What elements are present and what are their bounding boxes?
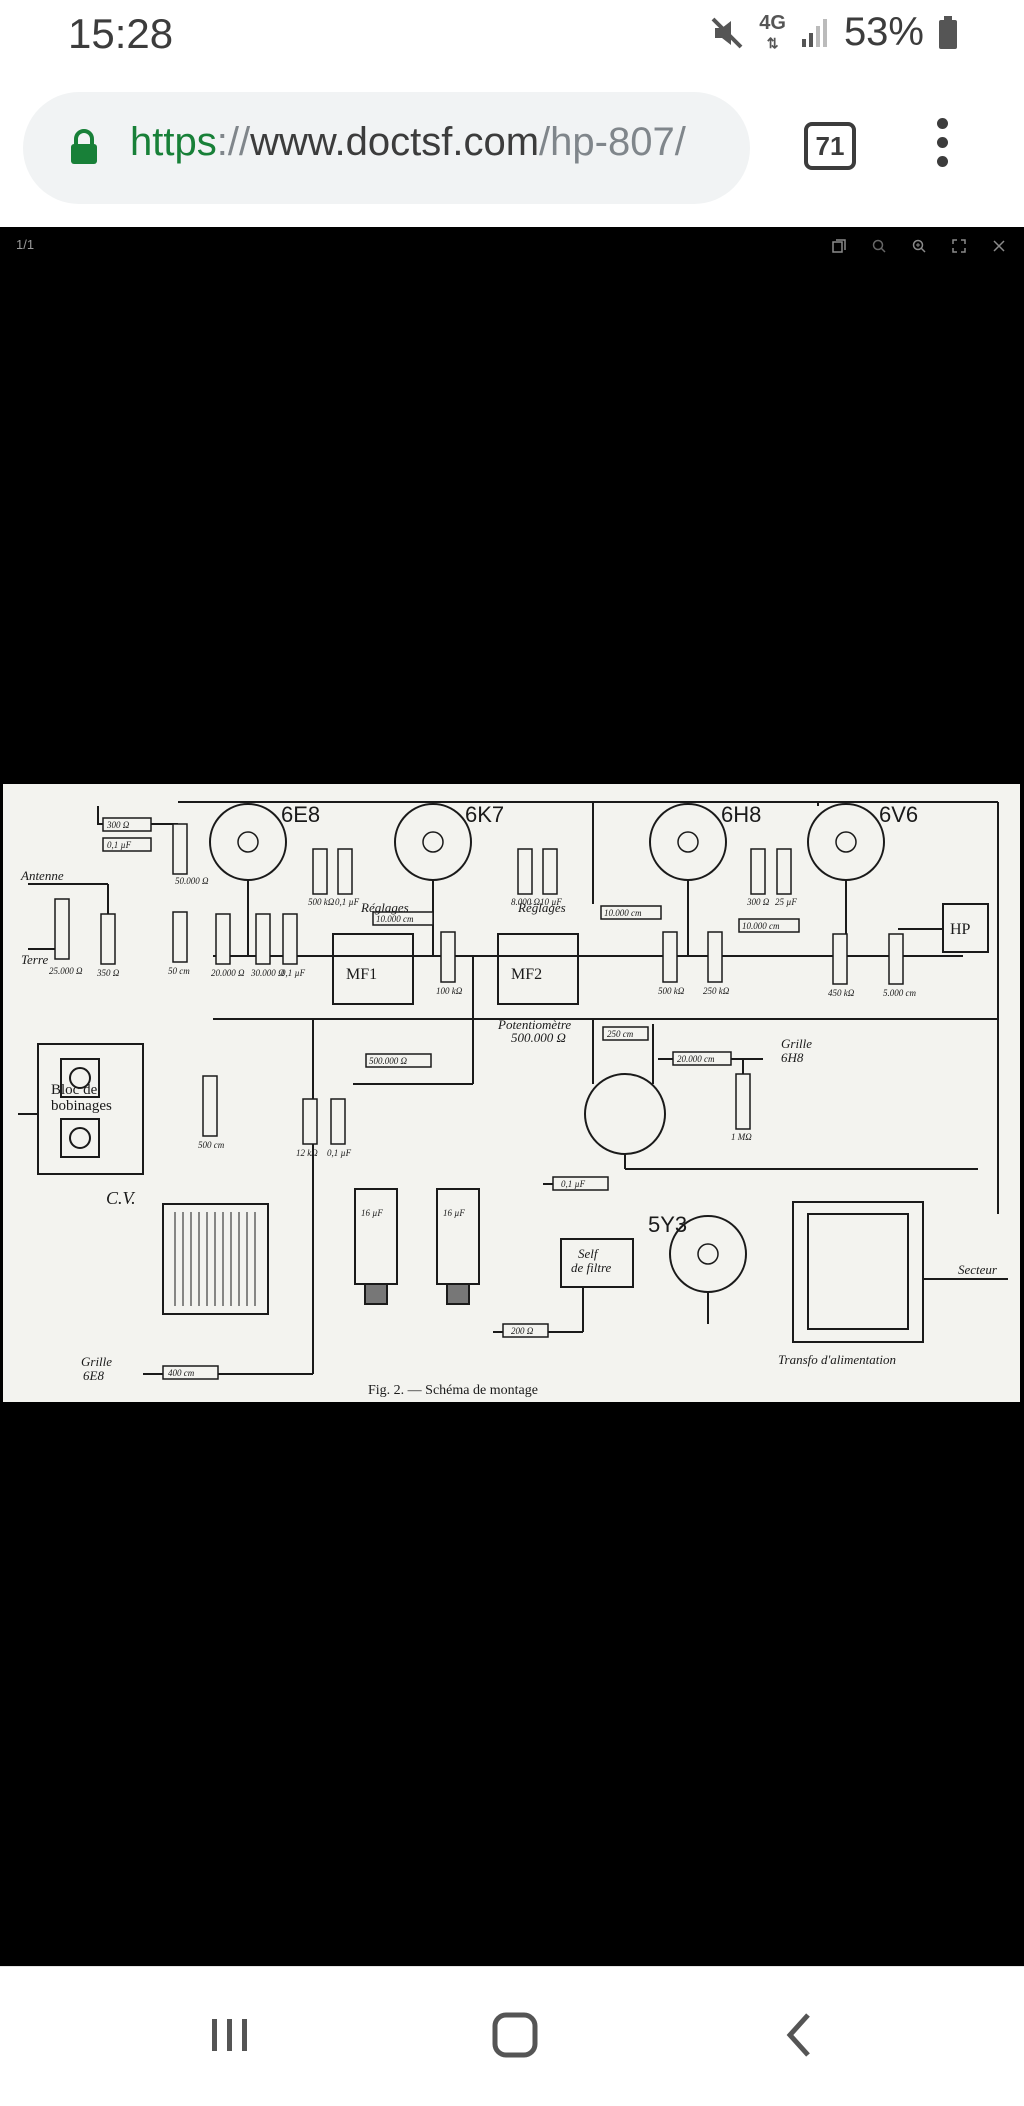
value-500k: 500 kΩ: [308, 897, 335, 907]
value-10000b: 10.000 cm: [604, 908, 642, 918]
signal-icon: [801, 18, 827, 47]
mute-icon: [711, 17, 743, 48]
value-50cm: 50 cm: [168, 966, 190, 976]
url-text[interactable]: https://www.doctsf.com/hp-807/: [130, 120, 686, 165]
value-0-1c: 0,1 µF: [335, 897, 360, 907]
label-bobinages: bobinages: [51, 1098, 112, 1114]
status-time: 15:28: [68, 10, 174, 57]
tube-label-6h8: 6H8: [721, 802, 761, 827]
battery-percent: 53%: [843, 10, 924, 54]
address-bar[interactable]: https://www.doctsf.com/hp-807/: [23, 92, 750, 204]
value-16a: 16 µF: [361, 1208, 383, 1218]
value-25000: 25.000 Ω: [49, 966, 83, 976]
browser-menu-button[interactable]: [930, 118, 954, 174]
value-8000: 8.000 Ω: [511, 897, 541, 907]
tube-label-6k7: 6K7: [465, 802, 504, 827]
value-500b: 500 kΩ: [658, 986, 685, 996]
browser-toolbar: https://www.doctsf.com/hp-807/ 71: [0, 72, 1024, 227]
label-bloc: Bloc de: [51, 1082, 98, 1098]
value-100k: 100 kΩ: [436, 986, 463, 996]
label-grille-6e8-tube: 6E8: [83, 1368, 104, 1383]
image-viewer: 1/1: [0, 227, 1024, 1966]
battery-icon: [939, 15, 957, 49]
value-0-1b: 0,1 µF: [281, 968, 306, 978]
status-bar: 15:28 4G ⇅ 53%: [0, 0, 1024, 72]
page-indicator: 1/1: [16, 237, 35, 252]
value-20000: 20.000 Ω: [211, 968, 245, 978]
zoom-out-icon[interactable]: [864, 235, 894, 257]
label-mf1: MF1: [346, 966, 377, 983]
value-300b: 300 Ω: [746, 897, 770, 907]
value-0-1d: 0,1 µF: [327, 1148, 352, 1158]
schematic-image: 6E8 6K7 6H8 6V6 5Y3 Antenne Terre Bloc d…: [3, 784, 1020, 1402]
back-icon: [786, 2013, 810, 2057]
value-5000: 5.000 cm: [883, 988, 916, 998]
value-200: 200 Ω: [511, 1326, 534, 1336]
system-nav-bar: [0, 1966, 1024, 2106]
value-12k: 12 kΩ: [296, 1148, 318, 1158]
url-host: www.doctsf.com: [250, 120, 540, 164]
label-terre: Terre: [21, 952, 48, 967]
value-300: 300 Ω: [106, 820, 130, 830]
viewer-toolbar: [824, 235, 1014, 257]
label-cv: C.V.: [106, 1188, 136, 1208]
url-separator: ://: [216, 120, 251, 164]
value-500cm: 500 cm: [198, 1140, 225, 1150]
zoom-in-icon[interactable]: [904, 235, 934, 257]
recent-apps-icon: [212, 2019, 247, 2051]
tube-label-6v6: 6V6: [879, 802, 918, 827]
home-icon: [492, 2012, 538, 2058]
label-pot-value: 500.000 Ω: [511, 1030, 566, 1045]
label-antenne: Antenne: [20, 868, 64, 883]
value-450k: 450 kΩ: [828, 988, 855, 998]
label-transfo: Transfo d'alimentation: [778, 1352, 896, 1367]
figure-caption: Fig. 2. — Schéma de montage: [368, 1383, 538, 1398]
value-500000: 500.000 Ω: [369, 1056, 408, 1066]
back-button[interactable]: [765, 2005, 835, 2065]
schematic-drawing: 6E8 6K7 6H8 6V6 5Y3 Antenne Terre Bloc d…: [18, 801, 1008, 1398]
value-0-1e: 0,1 µF: [561, 1179, 586, 1189]
value-400: 400 cm: [168, 1368, 195, 1378]
value-50000: 50.000 Ω: [175, 876, 209, 886]
value-16b: 16 µF: [443, 1208, 465, 1218]
value-30000: 30.000 Ω: [250, 968, 285, 978]
label-grille-6e8: Grille: [81, 1354, 112, 1369]
status-icons: 4G ⇅ 53%: [709, 10, 958, 55]
label-potentiometre: Potentiomètre: [497, 1017, 571, 1032]
tube-label-6e8: 6E8: [281, 802, 320, 827]
label-secteur: Secteur: [958, 1262, 998, 1277]
label-hp: HP: [950, 921, 971, 938]
label-grille-6h8: Grille: [781, 1036, 812, 1051]
value-10000a: 10.000 cm: [376, 914, 414, 924]
tube-label-5y3: 5Y3: [648, 1212, 687, 1237]
lock-icon: [71, 129, 97, 164]
value-250cm: 250 cm: [607, 1029, 634, 1039]
url-scheme: https: [130, 120, 217, 164]
close-icon[interactable]: [984, 235, 1014, 257]
label-reglages-1: Réglages: [360, 900, 409, 915]
label-mf2: MF2: [511, 966, 542, 983]
label-grille-6h8-tube: 6H8: [781, 1050, 804, 1065]
copy-icon[interactable]: [824, 235, 854, 257]
value-350: 350 Ω: [96, 968, 120, 978]
value-25uf: 25 µF: [775, 897, 797, 907]
value-20000cm: 20.000 cm: [677, 1054, 715, 1064]
fullscreen-icon[interactable]: [944, 235, 974, 257]
value-250k: 250 kΩ: [703, 986, 730, 996]
value-10uf: 10 µF: [540, 897, 562, 907]
home-button[interactable]: [480, 2005, 550, 2065]
value-0-1a: 0,1 µF: [107, 840, 132, 850]
network-indicator: 4G ⇅: [759, 11, 786, 51]
label-self-filtre: de filtre: [571, 1260, 612, 1275]
value-10000c: 10.000 cm: [742, 921, 780, 931]
value-1m: 1 MΩ: [731, 1132, 752, 1142]
label-reglages-2: Réglages: [517, 900, 566, 915]
url-path: /hp-807/: [539, 120, 686, 164]
recent-apps-button[interactable]: [195, 2005, 265, 2065]
tab-switcher-button[interactable]: 71: [804, 122, 856, 170]
label-self: Self: [578, 1246, 600, 1261]
